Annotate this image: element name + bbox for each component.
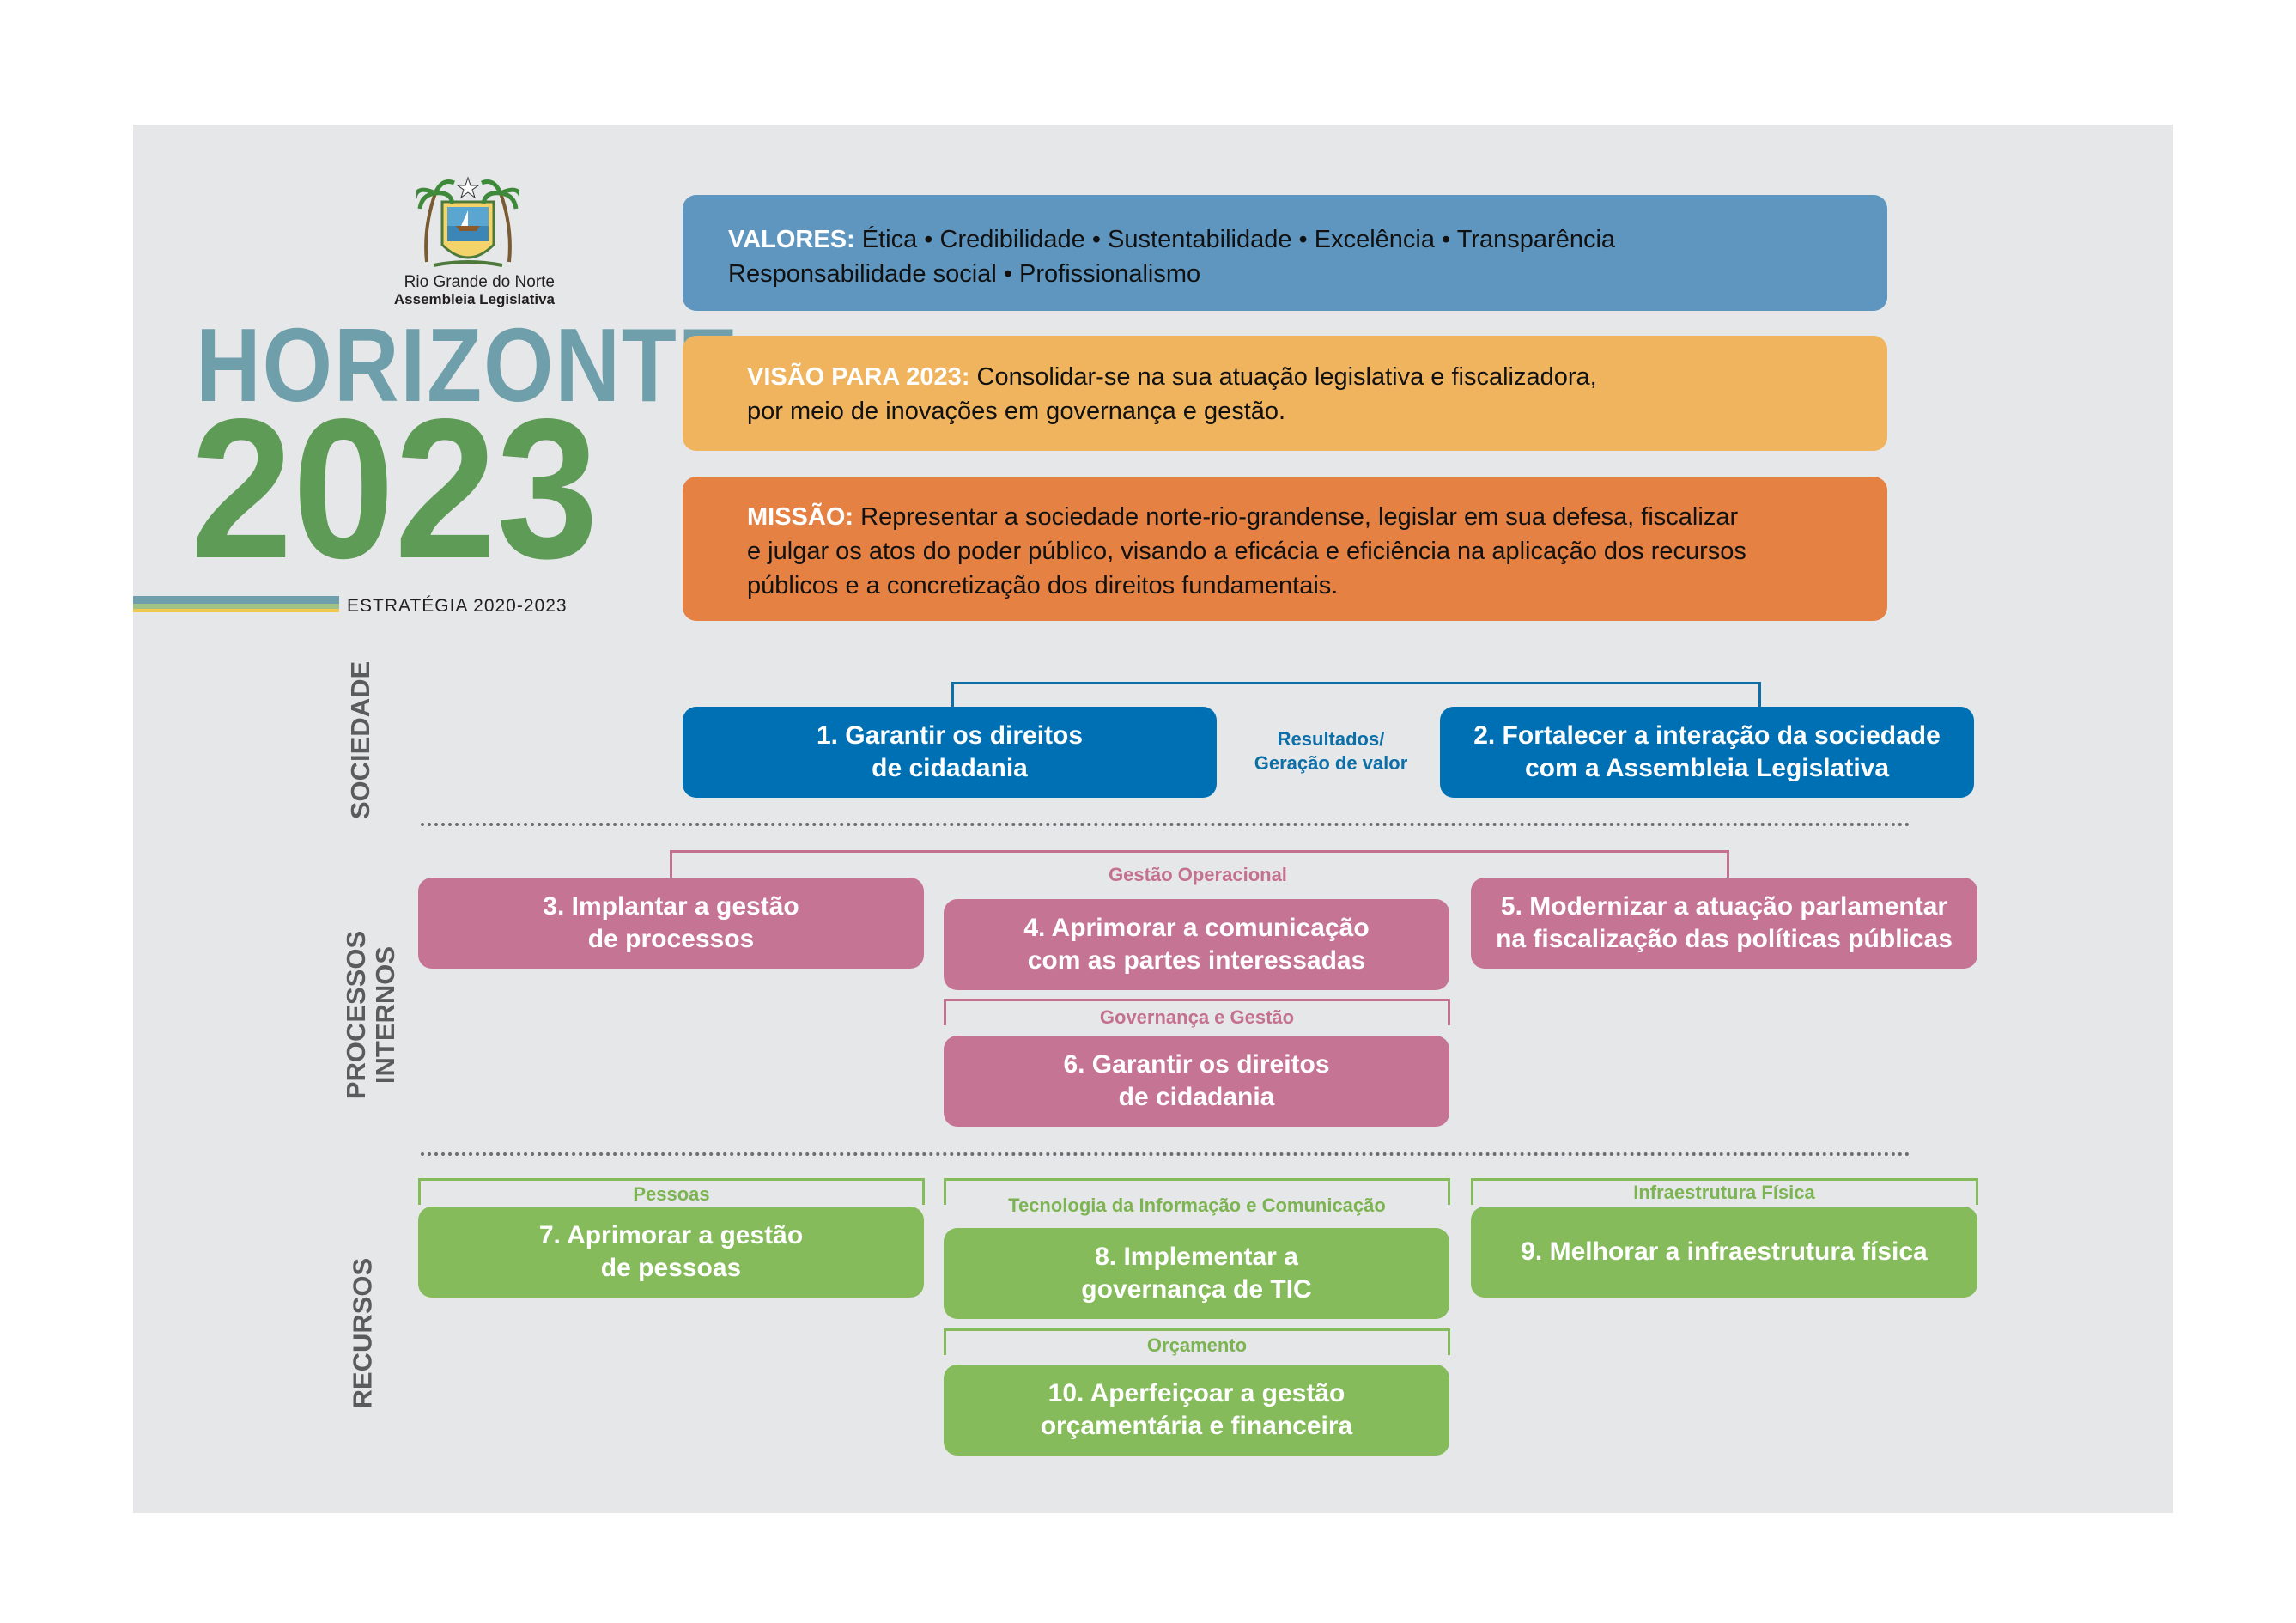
missao-box: MISSÃO: Representar a sociedade norte-ri… — [683, 477, 1887, 621]
logo-line1: Rio Grande do Norte — [404, 273, 555, 291]
visao-line2: por meio de inovações em governança e ge… — [747, 398, 1286, 425]
stripe-blue — [133, 596, 339, 604]
missao-label: MISSÃO: — [747, 503, 854, 531]
coat-of-arms-logo — [416, 176, 519, 267]
missao-line2: e julgar os atos do poder público, visan… — [747, 538, 1746, 565]
stripe-green — [133, 604, 339, 609]
visao-line1: Consolidar-se na sua atuação legislativa… — [969, 363, 1597, 391]
separator-processos-recursos — [421, 1152, 1910, 1156]
row-label-processos-internos: PROCESSOS INTERNOS — [341, 912, 400, 1118]
estrategia-label: ESTRATÉGIA 2020-2023 — [347, 596, 568, 616]
objective-9: 9. Melhorar a infraestrutura física — [1471, 1207, 1977, 1298]
valores-label: VALORES: — [728, 226, 855, 253]
connector-tic — [944, 1178, 1450, 1205]
connector-orcamento — [944, 1328, 1450, 1355]
row-label-recursos: RECURSOS — [347, 1257, 378, 1409]
valores-line2: Responsabilidade social • Profissionalis… — [728, 260, 1201, 288]
valores-box: VALORES: Ética • Credibilidade • Sustent… — [683, 195, 1887, 311]
connector-gestao-operacional — [670, 850, 1729, 880]
orcamento-label: Orçamento — [1146, 1334, 1248, 1356]
row-label-sociedade: SOCIEDADE — [345, 660, 375, 820]
connector-pessoas — [418, 1178, 925, 1205]
connector-infra — [1471, 1178, 1978, 1205]
governanca-label: Governança e Gestão — [1099, 1006, 1295, 1028]
pessoas-label: Pessoas — [633, 1183, 710, 1205]
gestao-operacional-label: Gestão Operacional — [1109, 864, 1287, 885]
year-title: 2023 — [191, 378, 598, 600]
row-label-processos: PROCESSOS — [341, 930, 371, 1100]
row-label-internos: INTERNOS — [370, 945, 400, 1085]
logo-line2: Assembleia Legislativa — [393, 291, 555, 307]
missao-line1: Representar a sociedade norte-rio-grande… — [853, 503, 1739, 531]
visao-label: VISÃO PARA 2023: — [747, 363, 970, 391]
infra-label: Infraestrutura Física — [1633, 1182, 1815, 1203]
connector-governanca — [944, 999, 1450, 1025]
horizonte-title: HORIZONTE — [196, 307, 740, 423]
connector-sociedade — [951, 682, 1761, 708]
tic-label: Tecnologia da Informação e Comunicação — [1008, 1194, 1386, 1216]
missao-line3: públicos e a concretização dos direitos … — [747, 572, 1339, 599]
separator-sociedade-processos — [421, 823, 1910, 826]
resultados-label: Resultados/ Geração de valor — [1254, 728, 1408, 774]
visao-box: VISÃO PARA 2023: Consolidar-se na sua at… — [683, 336, 1887, 451]
stripe-yellow — [133, 609, 339, 612]
valores-line1: Ética • Credibilidade • Sustentabilidade… — [854, 226, 1616, 253]
